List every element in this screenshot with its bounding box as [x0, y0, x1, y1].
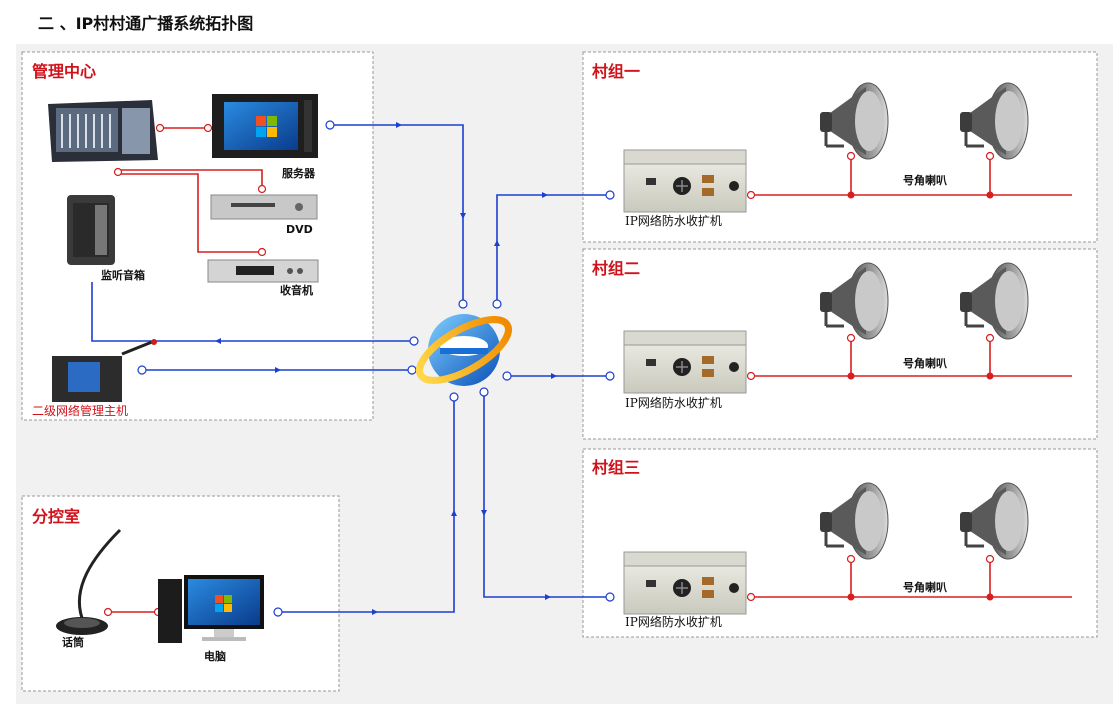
server-label: 服务器 [282, 166, 316, 180]
village-2-devices [623, 261, 1072, 394]
village-3-horn-label: 号角喇叭 [903, 580, 947, 594]
village-3-amp-label: IP网络防水收扩机 [625, 614, 722, 629]
computer-icon [158, 575, 264, 643]
dvd-label: DVD [286, 223, 313, 236]
village-1-amp-label: IP网络防水收扩机 [625, 213, 722, 228]
microphone-icon [56, 528, 122, 635]
network-host-icon [52, 339, 157, 402]
village-3-devices [623, 481, 1072, 615]
management-zone-title: 管理中心 [32, 62, 96, 81]
network-endpoints [137, 120, 615, 617]
page-title: 二 、IP村村通广播系统拓扑图 [38, 14, 254, 33]
village-3-title: 村组三 [592, 458, 640, 477]
internet-hub-icon [416, 314, 512, 386]
monitor-speaker-icon [67, 195, 115, 265]
server-monitor-icon [212, 94, 318, 158]
dvd-player-icon [210, 194, 318, 220]
microphone-label: 话筒 [62, 635, 84, 649]
monitor-speaker-label: 监听音箱 [101, 268, 145, 282]
village-2-amp-label: IP网络防水收扩机 [625, 395, 722, 410]
amplifier-icon [623, 330, 747, 394]
village-2-horn-label: 号角喇叭 [903, 356, 947, 370]
village-2-title: 村组二 [592, 259, 640, 278]
computer-label: 电脑 [204, 649, 226, 663]
network-host-label: 二级网络管理主机 [32, 403, 128, 418]
village-1-devices [623, 81, 1072, 213]
village-1-title: 村组一 [592, 62, 640, 81]
branch-zone-title: 分控室 [32, 507, 80, 526]
radio-tuner-icon [207, 259, 319, 283]
radio-label: 收音机 [280, 283, 313, 297]
amplifier-icon [623, 149, 747, 213]
amplifier-icon [623, 551, 747, 615]
village-1-horn-label: 号角喇叭 [903, 173, 947, 187]
mixer-icon [48, 100, 158, 162]
flow-arrows [215, 122, 557, 615]
